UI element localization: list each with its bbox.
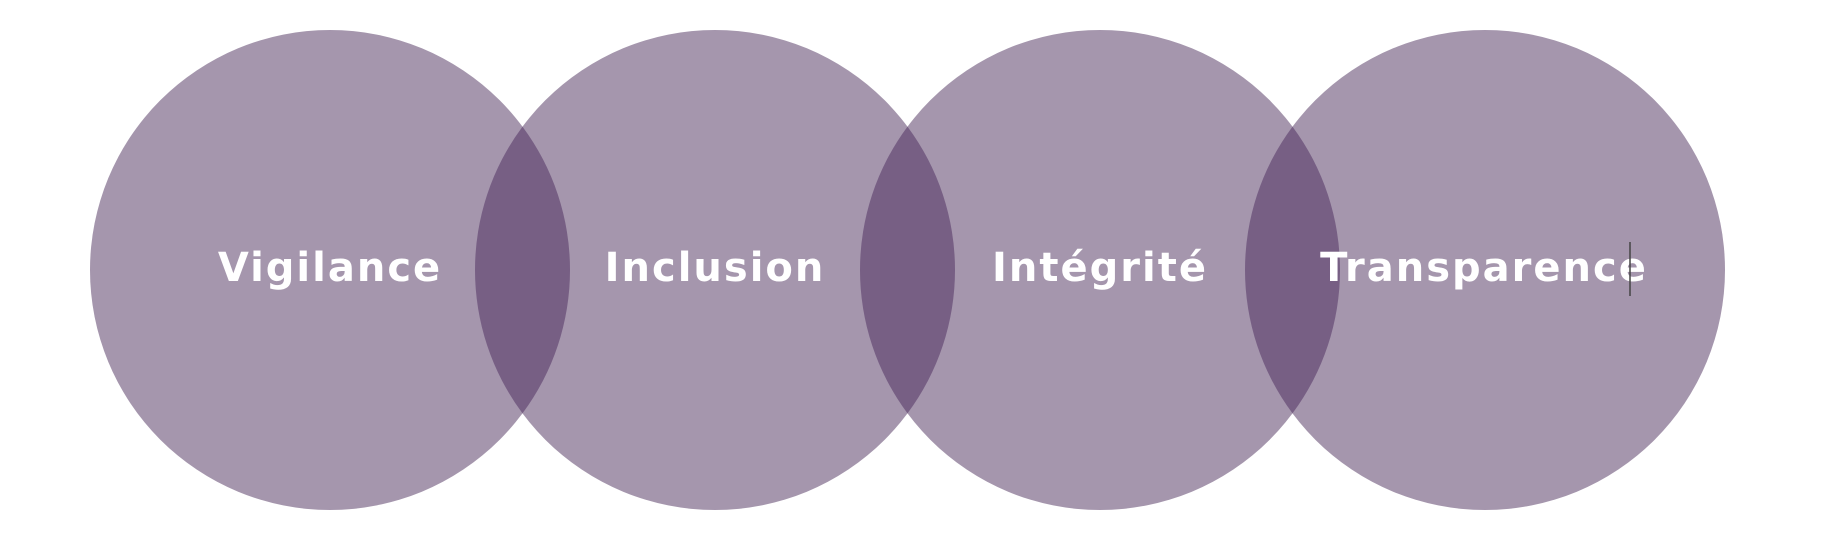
circle-label-inclusion[interactable]: Inclusion <box>605 245 826 291</box>
circle-label-vigilance[interactable]: Vigilance <box>218 245 442 291</box>
venn-circle-4[interactable] <box>1245 30 1725 510</box>
venn-overlap-3-4 <box>1245 126 1340 414</box>
circle-label-integrite[interactable]: Intégrité <box>992 245 1208 291</box>
venn-circle-1[interactable] <box>90 30 570 510</box>
label-layer: Vigilance Inclusion Intégrité Transparen… <box>218 242 1648 296</box>
venn-circle-2[interactable] <box>475 30 955 510</box>
overlap-layer <box>474 126 1340 414</box>
circle-layer <box>90 30 1725 510</box>
venn-circle-3[interactable] <box>860 30 1340 510</box>
circle-label-transparence[interactable]: Transparence <box>1320 245 1648 291</box>
venn-overlap-2-3 <box>860 126 956 414</box>
venn-overlap-1-2 <box>474 126 570 414</box>
